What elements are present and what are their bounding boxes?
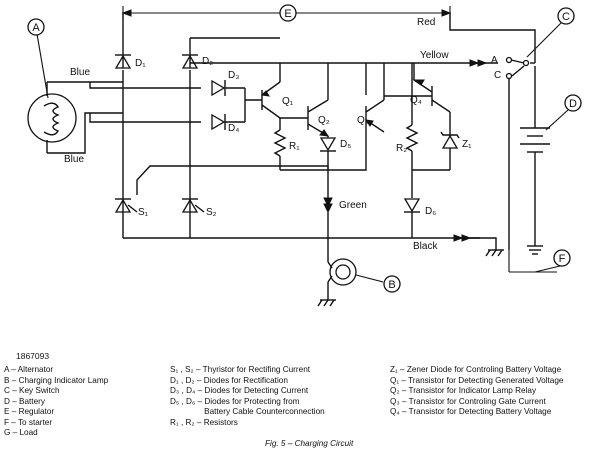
legend-item: Battery Cable Counterconnection: [170, 407, 325, 416]
battery: [520, 66, 550, 255]
label-Z1: Z₁: [462, 139, 472, 150]
legend-item: G – Load: [4, 428, 38, 437]
legend-item: F – To starter: [4, 417, 53, 427]
diode-D3: [211, 79, 226, 97]
figure-caption: Fig. 5 – Charging Circuit: [265, 439, 354, 448]
legend-item: D – Battery: [4, 396, 45, 406]
transistor-Q1: [260, 81, 281, 119]
svg-text:C: C: [562, 11, 570, 23]
diode-D6: [403, 198, 421, 213]
legend-item: C – Key Switch: [4, 386, 60, 395]
legend-item: B – Charging Indicator Lamp: [4, 375, 109, 385]
resistor-R2: [405, 124, 419, 152]
label-Q3: Q₃: [357, 115, 369, 126]
legend-item: D₅ , D₆ – Diodes for Protecting from: [170, 396, 300, 406]
label-R1: R₁: [289, 141, 300, 152]
wire-label-blue-bottom: Blue: [64, 154, 84, 165]
label-D5: D₅: [340, 139, 351, 150]
diode-D4: [211, 113, 226, 131]
svg-text:F: F: [559, 253, 566, 265]
circle-label-F: F: [508, 249, 571, 273]
legend-item: Z₁ – Zener Diode for Controling Battery …: [390, 365, 562, 374]
legend-item: A – Alternator: [4, 365, 54, 374]
legend-item: D₃ , D₄ – Diodes for Detecting Current: [170, 386, 309, 395]
label-D6: D₆: [425, 206, 436, 217]
legend-item: Q₃ – Transistor for Controling Gate Curr…: [390, 396, 546, 406]
charging-circuit-schematic: E A Blue Blue D₁ S₁ D: [27, 4, 582, 307]
legend-item: Q₂ – Transistor for Indicator Lamp Relay: [390, 386, 537, 395]
svg-text:B: B: [388, 279, 395, 291]
indicator-lamp: [327, 258, 357, 286]
svg-text:E: E: [284, 8, 291, 20]
label-D4: D₄: [228, 123, 239, 134]
transistor-Q2: [307, 99, 330, 137]
svg-text:A: A: [32, 22, 40, 34]
legend-column-3: Z₁ – Zener Diode for Controling Battery …: [390, 365, 563, 418]
circle-label-C: C: [526, 7, 575, 58]
legend-column-1: A – Alternator B – Charging Indicator La…: [4, 365, 108, 439]
wire-label-green: Green: [339, 200, 367, 211]
thyristor-S1: [114, 195, 138, 220]
transistor-Q3: [364, 99, 385, 133]
circle-label-A: A: [27, 18, 49, 99]
label-Q1: Q₁: [282, 96, 294, 107]
figure-number: 1867093: [16, 351, 50, 361]
wire-label-yellow: Yellow: [420, 50, 449, 61]
legend-item: E – Regulator: [4, 407, 55, 416]
label-Q2: Q₂: [318, 115, 330, 126]
diode-D1: [114, 50, 132, 69]
legend-column-2: S₁ , S₂ – Thyristor for Rectifing Curren…: [170, 365, 325, 428]
diode-D2: [181, 50, 199, 69]
circle-label-D: D: [545, 94, 582, 131]
label-S1: S₁: [138, 207, 149, 218]
legend-item: Q₄ – Transistor for Detecting Battery Vo…: [390, 407, 552, 416]
legend-item: S₁ , S₂ – Thyristor for Rectifing Curren…: [170, 365, 311, 374]
circle-label-E: E: [279, 4, 297, 22]
label-D1: D₁: [135, 58, 146, 69]
diode-D5: [319, 137, 337, 152]
wire-label-red: Red: [417, 17, 435, 28]
switch-label-A: A: [491, 55, 498, 66]
legend-item: D₁ , D₂ – Diodes for Rectification: [170, 375, 288, 385]
label-S2: S₂: [206, 207, 217, 218]
label-Q4: Q₄: [410, 95, 422, 106]
switch-label-C: C: [494, 70, 501, 81]
label-D3: D₃: [228, 70, 239, 81]
key-switch: [505, 56, 535, 250]
resistor-R1: [273, 129, 287, 157]
wire-label-black: Black: [413, 241, 438, 252]
legend-item: Q₁ – Transistor for Detecting Generated …: [390, 375, 564, 385]
legend-item: R₁ , R₂ – Resistors: [170, 417, 238, 427]
label-D2: D₂: [202, 56, 213, 67]
wire-label-blue-top: Blue: [70, 67, 90, 78]
alternator: [27, 82, 77, 153]
svg-text:D: D: [569, 98, 577, 110]
circle-label-B: B: [355, 274, 401, 293]
label-R2: R₂: [396, 143, 407, 154]
thyristor-S2: [181, 195, 205, 220]
transistor-Q4: [412, 79, 451, 113]
